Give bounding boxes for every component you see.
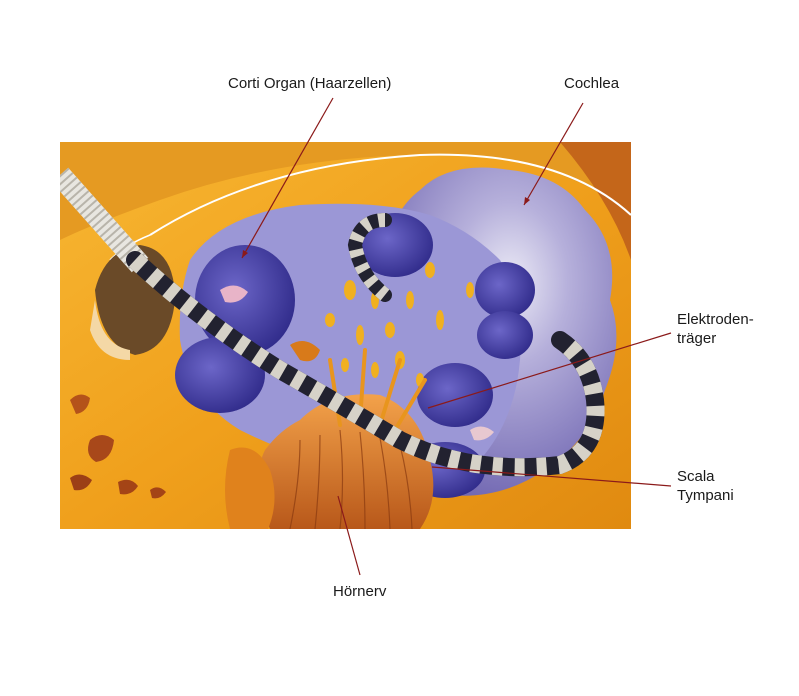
label-scala-tympani-1: Scala [677,468,715,485]
leader-cochlea [523,102,584,206]
leader-corti [241,97,334,259]
leader-hoernerv [337,495,361,576]
electrode-array [126,251,605,477]
leader-elektroden [427,332,672,409]
label-cochlea: Cochlea [564,75,620,92]
leader-lines [241,97,672,576]
leader-scala [431,466,672,487]
electrode-lead [60,167,149,273]
label-corti-organ: Corti Organ (Haarzellen) [228,75,392,92]
label-hoernerv: Hörnerv [333,583,387,600]
illustration [60,142,631,529]
label-scala-tympani-2: Tympani [677,487,734,504]
label-elektrodentraeger-2: träger [677,330,717,347]
label-elektrodentraeger-1: Elektroden- [677,311,754,328]
